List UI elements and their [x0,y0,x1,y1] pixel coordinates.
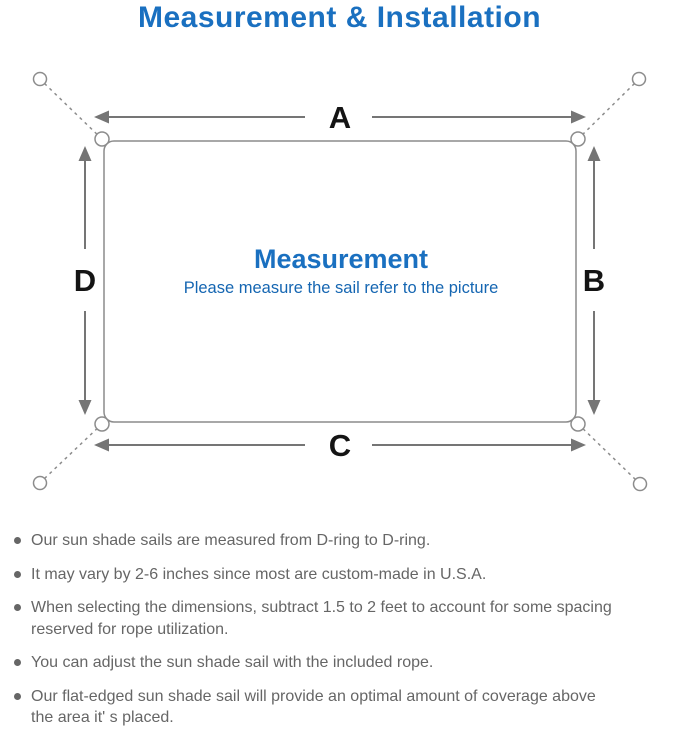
sail-outline [103,140,577,423]
dimension-label-b: B [583,263,605,298]
dimension-arrow-b [587,146,601,415]
bullet-text: It may vary by 2-6 inches since most are… [31,565,487,583]
dimension-arrow-a [94,110,586,124]
bullet-text: When selecting the dimensions, subtract … [31,599,612,638]
dimension-arrow-c [94,438,586,452]
dimension-label-a: A [329,100,351,135]
bullet-dot-icon [14,692,21,700]
instruction-list: Our sun shade sails are measured from D-… [14,530,674,739]
list-item: Our flat-edged sun shade sail will provi… [14,686,674,729]
bullet-dot-icon [14,537,21,544]
list-item: When selecting the dimensions, subtract … [14,597,674,640]
anchor-ring-icon [32,475,48,491]
measurement-diagram: A B C D Measurement Please measure the s… [32,71,648,492]
bullet-text: Our flat-edged sun shade sail will provi… [31,687,596,727]
tension-line-bottom-right [575,421,637,481]
bullet-dot-icon [14,570,21,578]
diagram-center-subtitle: Please measure the sail refer to the pic… [184,279,499,297]
d-ring-icon [94,416,110,432]
tension-line-top-left [43,82,105,142]
bullet-text: You can adjust the sun shade sail with t… [31,654,434,671]
dimension-label-d: D [74,263,96,298]
d-ring-icon [570,131,586,147]
tension-line-bottom-left [43,421,105,480]
page-title: Measurement & Installation [137,1,542,34]
list-item: It may vary by 2-6 inches since most are… [14,564,674,586]
bullet-text: Our sun shade sails are measured from D-… [31,532,431,549]
list-item: Our sun shade sails are measured from D-… [14,530,674,552]
bullet-dot-icon [14,604,21,611]
anchor-ring-icon [631,71,647,87]
anchor-ring-icon [32,71,48,87]
d-ring-icon [94,131,110,147]
tension-line-top-right [575,82,636,142]
anchor-ring-icon [632,476,648,492]
bullet-dot-icon [14,659,21,666]
d-ring-icon [570,416,586,432]
dimension-label-c: C [329,428,351,463]
diagram-center-title: Measurement [254,244,428,274]
dimension-arrow-d [78,146,92,415]
list-item: You can adjust the sun shade sail with t… [14,652,674,674]
